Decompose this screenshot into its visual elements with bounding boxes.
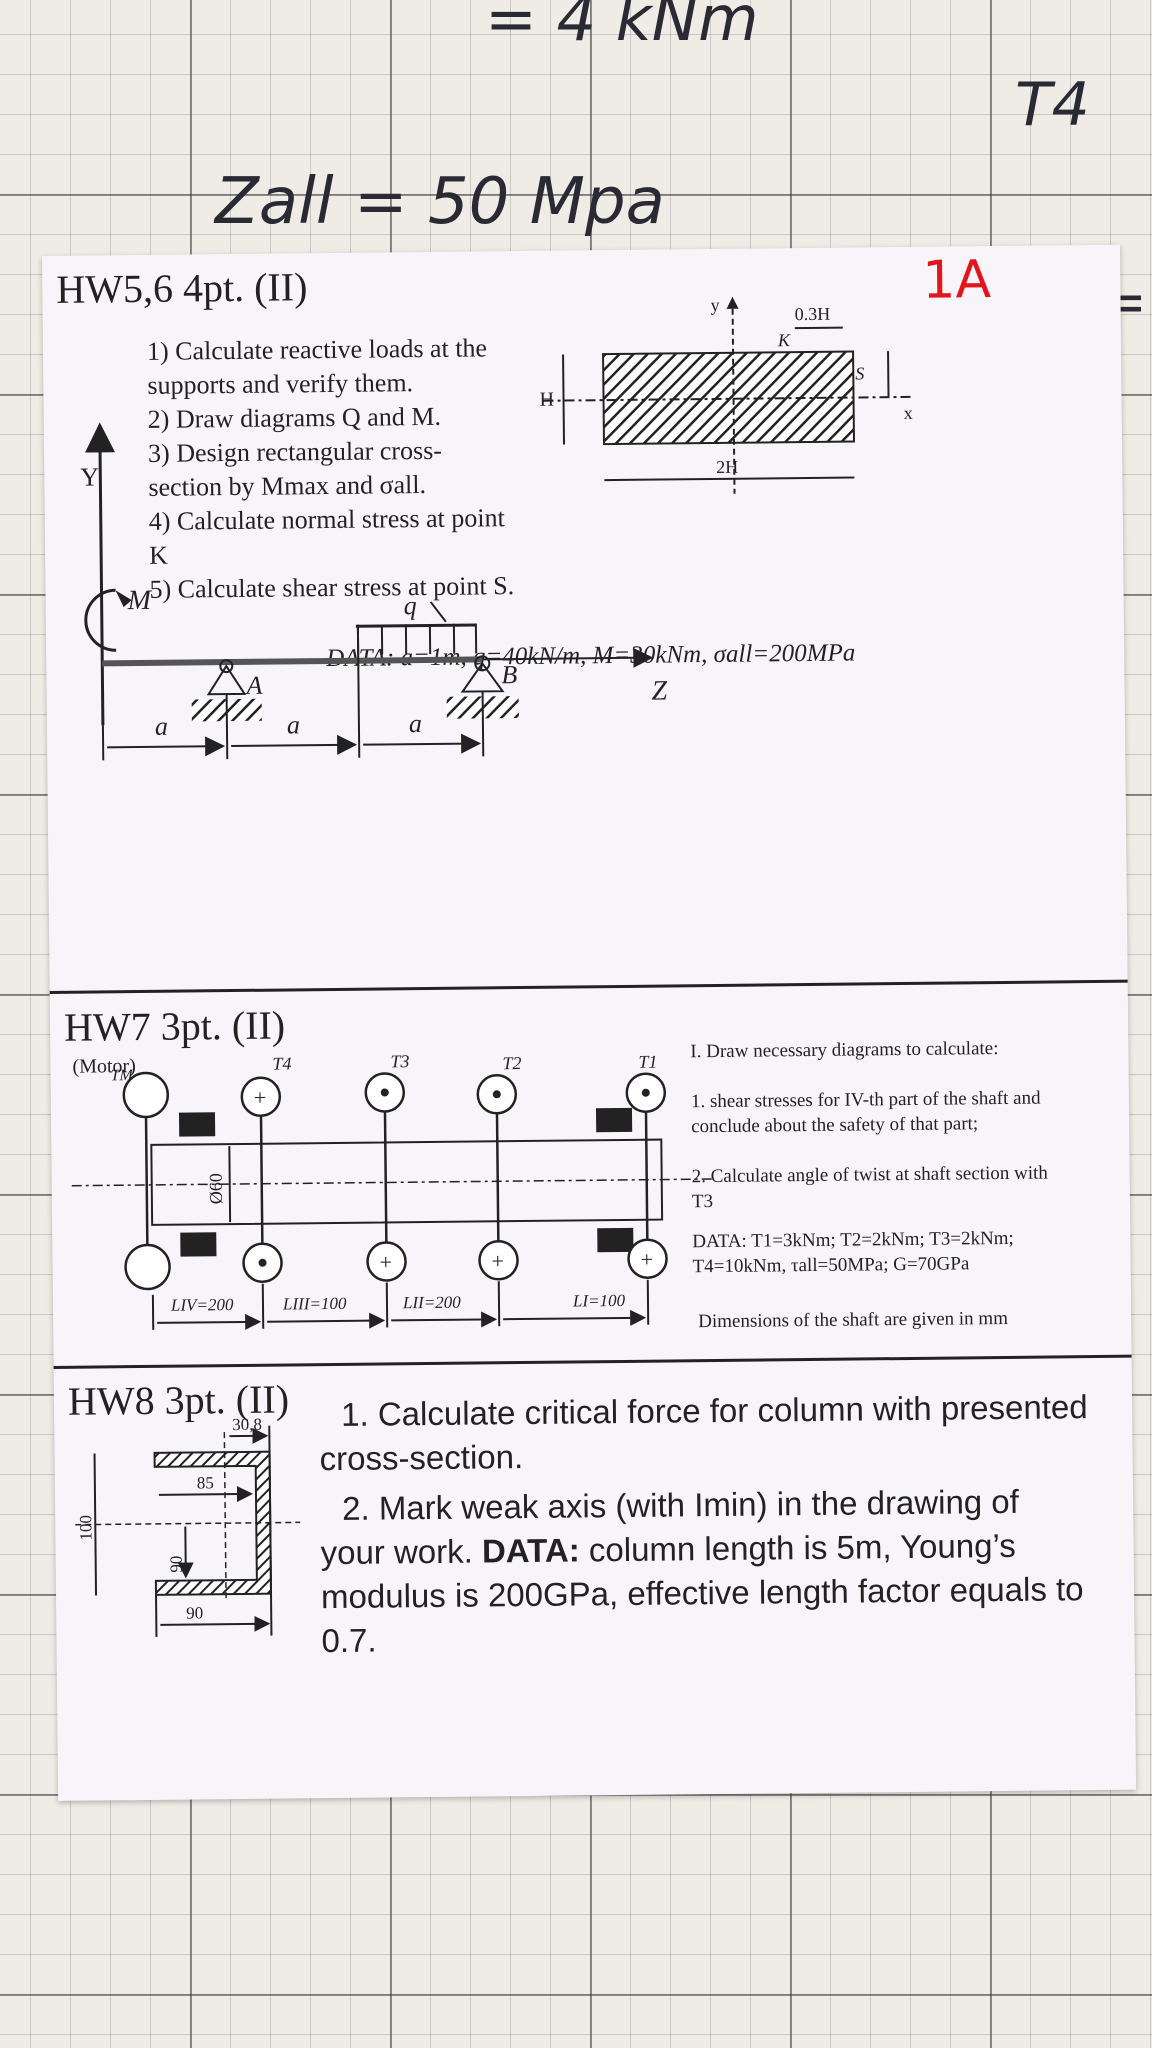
label-LIII: LIII=100 bbox=[282, 1294, 347, 1314]
label-T2: T2 bbox=[502, 1053, 521, 1073]
label-85: 85 bbox=[197, 1473, 214, 1492]
label-LIV: LIV=200 bbox=[170, 1295, 234, 1315]
hw8-task-1-text: 1. Calculate critical force for column w… bbox=[319, 1388, 1088, 1478]
label-q: q bbox=[404, 591, 417, 620]
svg-text:+: + bbox=[254, 1085, 267, 1110]
hw8-task-2: 2. Mark weak axis (with Imin) in the dra… bbox=[320, 1479, 1092, 1663]
label-90: 90 bbox=[186, 1603, 203, 1622]
svg-text:+: + bbox=[640, 1247, 653, 1272]
label-diameter: Ø60 bbox=[206, 1173, 226, 1204]
channel-section-diagram: 30,8 85 90 90 100 bbox=[75, 1415, 301, 1637]
label-Y: Y bbox=[80, 462, 99, 491]
label-a-2: a bbox=[287, 710, 300, 739]
label-H: H bbox=[539, 389, 554, 411]
beam bbox=[102, 656, 483, 667]
handwritten-sigma-all: Zall = 50 Mpa bbox=[215, 165, 665, 239]
beam-diagram: Y M Z q A B bbox=[80, 295, 914, 761]
label-A: A bbox=[244, 671, 262, 700]
label-a-3: a bbox=[409, 709, 422, 738]
distributed-load-q bbox=[355, 623, 476, 628]
label-0.3H: 0.3H bbox=[795, 304, 831, 324]
label-T4: T4 bbox=[272, 1053, 291, 1073]
label-S: S bbox=[855, 363, 864, 383]
homework-sheet: HW5,6 4pt. (II) 1A 1) Calculate reactive… bbox=[42, 244, 1137, 1801]
svg-text:+: + bbox=[379, 1249, 392, 1274]
label-2H: 2H bbox=[716, 457, 738, 477]
label-B: B bbox=[501, 660, 517, 689]
shaft-diagram: + + + + TM T4 T3 T2 T1 Ø60 LIV=200 LIII=… bbox=[71, 1051, 712, 1330]
label-LI: LI=100 bbox=[572, 1291, 626, 1311]
label-K: K bbox=[777, 330, 791, 350]
label-T1: T1 bbox=[638, 1052, 657, 1072]
label-LII: LII=200 bbox=[402, 1293, 461, 1313]
svg-text:+: + bbox=[491, 1248, 504, 1273]
handwritten-t4-note: T4 bbox=[1015, 70, 1090, 140]
label-TM: TM bbox=[110, 1067, 134, 1084]
label-y: y bbox=[710, 295, 719, 315]
label-30.8: 30,8 bbox=[232, 1415, 262, 1434]
label-T3: T3 bbox=[390, 1051, 409, 1071]
handwritten-equation-top: = 4 kNm bbox=[485, 0, 759, 55]
label-x: x bbox=[904, 403, 913, 423]
label-90-vertical: 90 bbox=[167, 1556, 186, 1573]
hw8-task-1: 1. Calculate critical force for column w… bbox=[319, 1385, 1090, 1481]
label-100: 100 bbox=[76, 1515, 95, 1541]
hw8-data-label: DATA: bbox=[481, 1531, 580, 1570]
label-Z: Z bbox=[651, 675, 667, 706]
label-M: M bbox=[126, 585, 152, 616]
label-a-1: a bbox=[155, 712, 168, 741]
